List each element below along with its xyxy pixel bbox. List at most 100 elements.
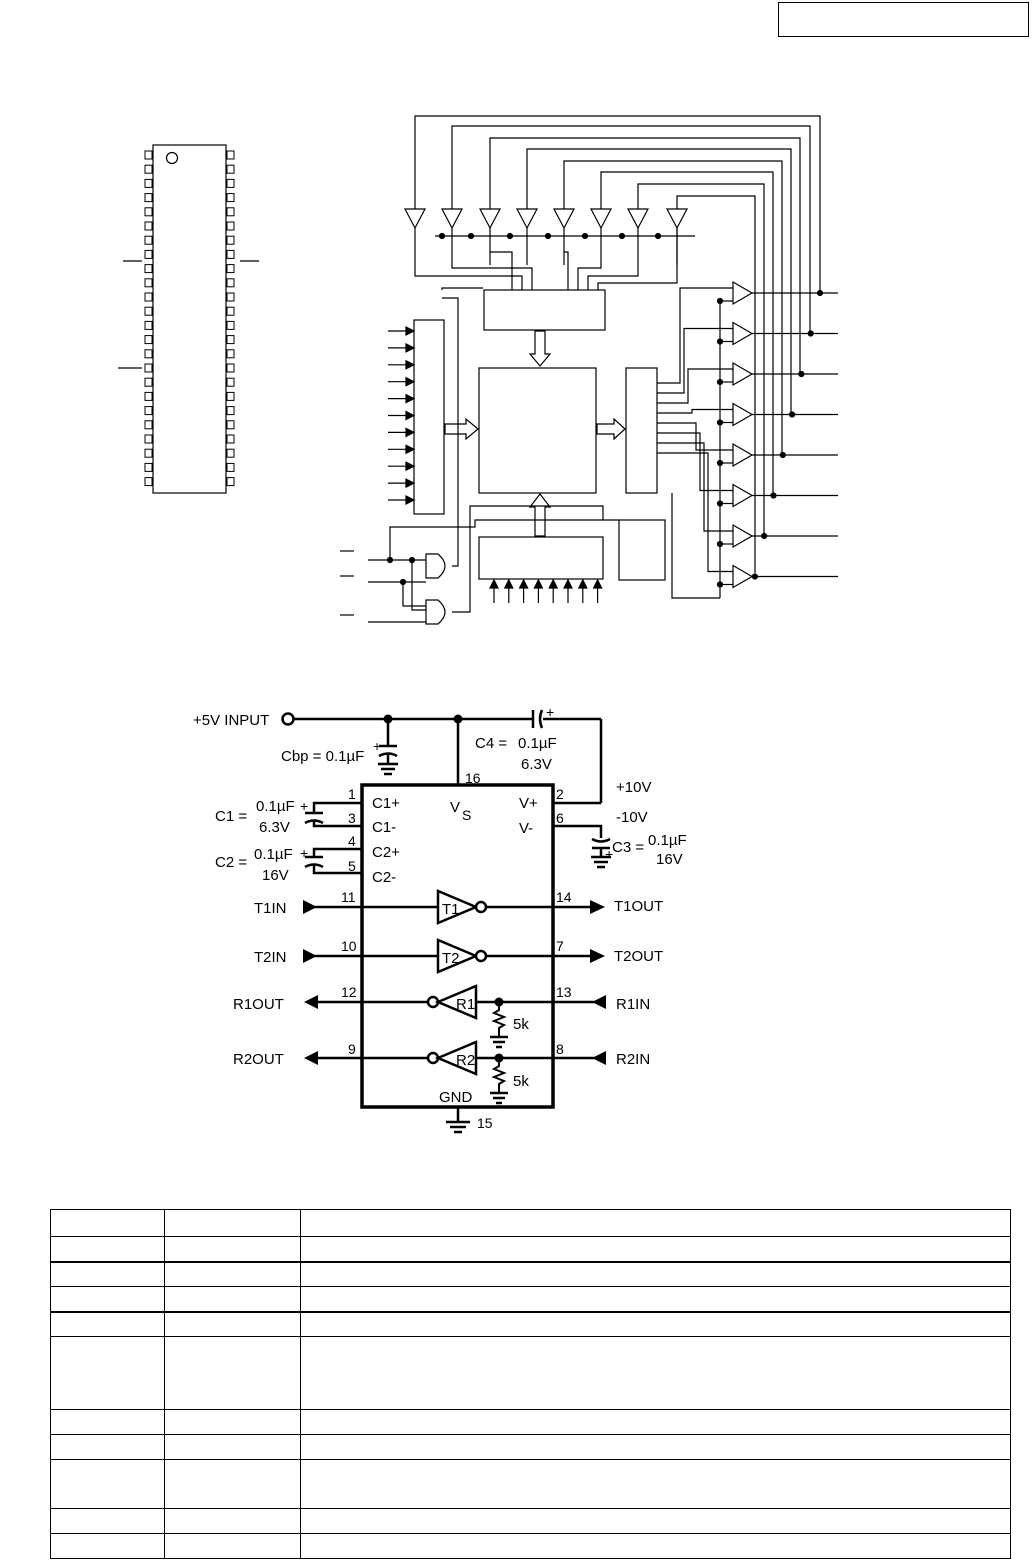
t1out-label: T1OUT <box>614 898 663 915</box>
svg-text:1: 1 <box>348 786 356 802</box>
svg-text:13: 13 <box>556 984 572 1000</box>
latch-block <box>483 289 606 331</box>
c3-value: 0.1µF <box>648 832 687 849</box>
svg-text:+: + <box>546 704 554 720</box>
svg-text:14: 14 <box>556 889 572 905</box>
table-row <box>50 1434 1011 1460</box>
t2-label: T2 <box>442 950 460 967</box>
table-row <box>50 1409 1011 1435</box>
pin-c2m: C2- <box>372 869 396 886</box>
output-buffer-icon <box>732 402 754 427</box>
table-row <box>50 1236 1011 1262</box>
r1out-label: R1OUT <box>233 996 284 1013</box>
top-buffer-icon <box>553 208 575 230</box>
table-row <box>50 1336 1011 1410</box>
r2out-arrow-icon <box>304 1051 318 1065</box>
svg-text:9: 9 <box>348 1041 356 1057</box>
c3-name: C3 = <box>612 839 644 856</box>
core-block <box>478 367 597 494</box>
r2-resistor-label: 5k <box>513 1073 529 1090</box>
output-register-block <box>625 367 658 494</box>
output-buffer-icon <box>732 564 754 589</box>
gnd-label: GND <box>439 1089 473 1106</box>
vs-label: V <box>450 799 460 816</box>
top-buffer-icon <box>479 208 501 230</box>
input-label: +5V INPUT <box>193 712 269 729</box>
pin-c1p: C1+ <box>372 795 400 812</box>
c1-value: 0.1µF <box>256 798 295 815</box>
svg-text:+: + <box>373 738 381 754</box>
r1-resistor-label: 5k <box>513 1016 529 1033</box>
t1out-arrow-icon <box>590 900 605 914</box>
output-buffer-icon <box>732 321 754 346</box>
output-buffer-icon <box>732 523 754 549</box>
r1-label: R1 <box>456 996 475 1013</box>
svg-text:11: 11 <box>341 889 356 905</box>
output-buffer-icon <box>732 280 754 306</box>
table-row <box>50 1209 1011 1237</box>
table-row <box>50 1310 1011 1337</box>
pin-c2p: C2+ <box>372 844 400 861</box>
table-row <box>50 1286 1011 1312</box>
r2in-label: R2IN <box>616 1051 650 1068</box>
input-terminal-icon <box>281 712 295 726</box>
and-gate-icon <box>425 553 446 579</box>
t2out-label: T2OUT <box>614 948 663 965</box>
r2out-label: R2OUT <box>233 1051 284 1068</box>
t1-label: T1 <box>442 901 460 918</box>
svg-text:8: 8 <box>556 1041 564 1057</box>
c1-voltage: 6.3V <box>259 819 290 836</box>
minus10v-label: -10V <box>616 809 648 826</box>
svg-text:5: 5 <box>348 858 356 874</box>
t2out-arrow-icon <box>590 949 605 963</box>
top-buffer-icon <box>627 208 649 230</box>
plus10v-label: +10V <box>616 779 651 796</box>
svg-text:12: 12 <box>341 984 357 1000</box>
c3-voltage: 16V <box>656 851 683 868</box>
top-buffer-icon <box>666 208 688 230</box>
c4-voltage: 6.3V <box>521 756 552 773</box>
top-buffer-icon <box>516 208 538 230</box>
output-buffer-icon <box>732 483 754 508</box>
and-gate-icon <box>425 599 446 625</box>
table-row <box>50 1459 1011 1509</box>
t2in-label: T2IN <box>254 949 287 966</box>
t1in-arrow-icon <box>303 900 317 914</box>
c2-name: C2 = <box>215 854 247 871</box>
pin-description-table <box>50 1209 1011 1559</box>
r1out-arrow-icon <box>304 995 318 1009</box>
top-buffer-icon <box>441 208 463 230</box>
pin-vp: V+ <box>519 795 538 812</box>
svg-text:2: 2 <box>556 786 564 802</box>
svg-text:6: 6 <box>556 810 564 826</box>
r1in-arrow-icon <box>592 995 606 1009</box>
table-row <box>50 1260 1011 1287</box>
top-buffer-icon <box>404 208 426 230</box>
c4-name: C4 = <box>475 735 507 752</box>
vs-subscript: S <box>462 807 471 823</box>
svg-text:3: 3 <box>348 810 356 826</box>
document-code-box <box>778 2 1029 37</box>
c4-value: 0.1µF <box>518 735 557 752</box>
c1-name: C1 = <box>215 808 247 825</box>
pin-vm: V- <box>519 820 533 837</box>
svg-text:7: 7 <box>556 938 564 954</box>
pin-c1m: C1- <box>372 819 396 836</box>
oscillator-block <box>618 519 666 581</box>
svg-text:16: 16 <box>465 770 481 786</box>
svg-text:4: 4 <box>348 833 356 849</box>
r2-label: R2 <box>456 1052 475 1069</box>
output-buffer-icon <box>732 442 754 468</box>
t2in-arrow-icon <box>303 949 317 963</box>
svg-text:10: 10 <box>341 938 357 954</box>
c2-voltage: 16V <box>262 867 289 884</box>
c2-value: 0.1µF <box>254 846 293 863</box>
table-row <box>50 1508 1011 1534</box>
svg-text:+: + <box>300 845 308 861</box>
r2in-arrow-icon <box>592 1051 606 1065</box>
cbp-label: Cbp = 0.1µF <box>281 748 364 765</box>
